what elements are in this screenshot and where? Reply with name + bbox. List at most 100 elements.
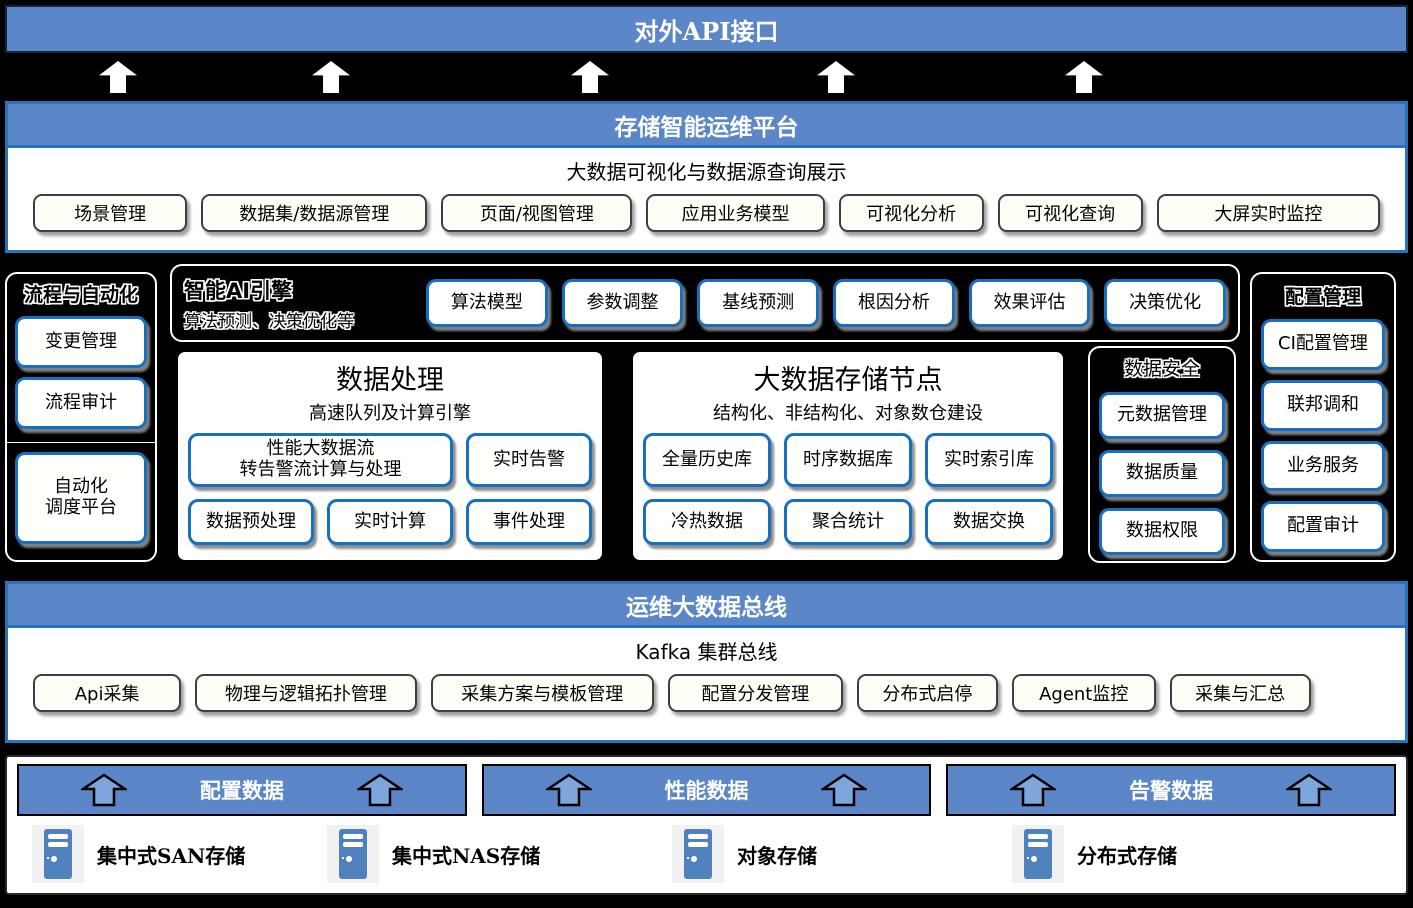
button-app-biz-model[interactable]: 应用业务模型 xyxy=(646,194,825,232)
button-topology-mgmt[interactable]: 物理与逻辑拓扑管理 xyxy=(195,674,417,712)
button-decision-opt[interactable]: 决策优化 xyxy=(1104,279,1227,327)
up-arrow-icon xyxy=(1065,61,1103,93)
bus-section: 运维大数据总线 Kafka 集群总线 Api采集 物理与逻辑拓扑管理 采集方案与… xyxy=(5,581,1408,743)
button-data-permission[interactable]: 数据权限 xyxy=(1099,508,1225,555)
up-arrow-icon xyxy=(817,61,855,93)
platform-subtitle: 大数据可视化与数据源查询展示 xyxy=(566,160,847,184)
storage-item-object: 对象存储 xyxy=(672,825,817,883)
external-api-bar: 对外API接口 xyxy=(5,5,1408,53)
up-arrow-icon xyxy=(99,61,137,93)
button-data-quality[interactable]: 数据质量 xyxy=(1099,450,1225,497)
bus-body: Kafka 集群总线 Api采集 物理与逻辑拓扑管理 采集方案与模板管理 配置分… xyxy=(8,636,1405,712)
config-data-label: 配置数据 xyxy=(199,778,284,803)
button-config-distribution[interactable]: 配置分发管理 xyxy=(667,674,843,712)
button-realtime-index-db[interactable]: 实时索引库 xyxy=(925,433,1053,487)
button-full-history-db[interactable]: 全量历史库 xyxy=(643,433,771,487)
button-realtime-compute[interactable]: 实时计算 xyxy=(327,499,453,545)
data-source-section: 配置数据 性能数据 告警数据 集中式SAN存储 xyxy=(5,755,1408,895)
storage-types-row: 集中式SAN存储 集中式NAS存储 对象存储 分布式存储 xyxy=(7,825,1406,891)
button-param-tuning[interactable]: 参数调整 xyxy=(561,279,684,327)
storage-node-subtitle: 结构化、非结构化、对象数仓建设 xyxy=(713,403,983,424)
button-collect-summary[interactable]: 采集与汇总 xyxy=(1169,674,1311,712)
up-arrow-outline-icon xyxy=(1286,773,1332,807)
big-data-storage-panel: 大数据存储节点 结构化、非结构化、对象数仓建设 全量历史库 时序数据库 实时索引… xyxy=(630,349,1066,563)
storage-label: 对象存储 xyxy=(737,843,817,868)
up-arrow-outline-icon xyxy=(1010,773,1057,807)
button-ci-config-mgmt[interactable]: CI配置管理 xyxy=(1261,319,1385,370)
perf-stream-line2: 转告警流计算与处理 xyxy=(239,459,402,480)
alarm-data-bar: 告警数据 xyxy=(946,764,1397,816)
ai-engine-titles: 智能AI引擎 算法预测、决策优化等 xyxy=(184,275,412,332)
button-baseline-predict[interactable]: 基线预测 xyxy=(697,279,820,327)
ai-engine-subtitle: 算法预测、决策优化等 xyxy=(184,311,354,332)
storage-label: 分布式存储 xyxy=(1077,843,1177,868)
config-mgmt-panel: 配置管理 CI配置管理 联邦调和 业务服务 配置审计 xyxy=(1250,272,1396,562)
button-event-handling[interactable]: 事件处理 xyxy=(466,499,592,545)
platform-title-bar: 存储智能运维平台 xyxy=(8,104,1405,148)
button-agent-monitor[interactable]: Agent监控 xyxy=(1011,674,1156,712)
platform-body: 大数据可视化与数据源查询展示 场景管理 数据集/数据源管理 页面/视图管理 应用… xyxy=(8,156,1405,232)
platform-title: 存储智能运维平台 xyxy=(614,113,799,141)
storage-label: 集中式NAS存储 xyxy=(392,843,541,868)
button-effect-eval[interactable]: 效果评估 xyxy=(968,279,1091,327)
process-panel-title: 流程与自动化 xyxy=(23,284,138,306)
up-arrow-outline-icon xyxy=(356,773,403,807)
button-federation[interactable]: 联邦调和 xyxy=(1261,379,1385,431)
storage-label: 集中式SAN存储 xyxy=(97,843,246,868)
server-icon xyxy=(1012,825,1064,883)
data-processing-grid: 性能大数据流 转告警流计算与处理 实时告警 数据预处理 实时计算 事件处理 xyxy=(188,433,592,545)
storage-item-san: 集中式SAN存储 xyxy=(32,825,245,883)
divider xyxy=(7,442,155,443)
scheduler-line1: 自动化 xyxy=(54,476,108,498)
button-hot-cold-data[interactable]: 冷热数据 xyxy=(643,499,771,545)
up-arrow-icon xyxy=(312,61,350,93)
button-root-cause[interactable]: 根因分析 xyxy=(833,279,955,327)
server-icon xyxy=(327,825,379,883)
storage-item-distributed: 分布式存储 xyxy=(1012,825,1177,883)
button-dataset-mgmt[interactable]: 数据集/数据源管理 xyxy=(201,194,428,232)
button-page-view-mgmt[interactable]: 页面/视图管理 xyxy=(441,194,633,232)
button-process-audit[interactable]: 流程审计 xyxy=(15,377,147,429)
button-distributed-startstop[interactable]: 分布式启停 xyxy=(856,674,998,712)
button-algorithm-model[interactable]: 算法模型 xyxy=(426,279,548,327)
data-security-title: 数据安全 xyxy=(1123,358,1200,380)
button-collect-template-mgmt[interactable]: 采集方案与模板管理 xyxy=(430,674,654,712)
server-icon xyxy=(672,825,724,883)
button-config-audit[interactable]: 配置审计 xyxy=(1261,501,1385,552)
button-data-preprocess[interactable]: 数据预处理 xyxy=(188,499,314,545)
up-arrow-outline-icon xyxy=(545,773,592,807)
platform-button-row: 场景管理 数据集/数据源管理 页面/视图管理 应用业务模型 可视化分析 可视化查… xyxy=(8,185,1405,232)
button-big-screen-monitor[interactable]: 大屏实时监控 xyxy=(1156,194,1380,232)
process-automation-panel: 流程与自动化 变更管理 流程审计 自动化 调度平台 xyxy=(5,272,157,562)
button-metadata-mgmt[interactable]: 元数据管理 xyxy=(1099,392,1225,439)
perf-stream-line1: 性能大数据流 xyxy=(266,438,375,460)
storage-item-nas: 集中式NAS存储 xyxy=(327,825,540,883)
scheduler-line2: 调度平台 xyxy=(45,497,117,518)
button-api-collect[interactable]: Api采集 xyxy=(33,674,182,712)
button-visual-query[interactable]: 可视化查询 xyxy=(997,194,1143,232)
config-mgmt-title: 配置管理 xyxy=(1284,286,1361,308)
button-visual-analysis[interactable]: 可视化分析 xyxy=(838,194,984,232)
button-auto-scheduler[interactable]: 自动化 调度平台 xyxy=(15,452,147,544)
bus-title-bar: 运维大数据总线 xyxy=(8,584,1405,628)
data-processing-title: 数据处理 xyxy=(336,365,444,396)
data-processing-subtitle: 高速队列及计算引擎 xyxy=(309,403,471,424)
ai-engine-title: 智能AI引擎 xyxy=(184,278,293,303)
button-aggregation-stats[interactable]: 聚合统计 xyxy=(784,499,912,545)
performance-data-label: 性能数据 xyxy=(664,778,749,803)
button-change-mgmt[interactable]: 变更管理 xyxy=(15,316,147,368)
arrow-band xyxy=(0,53,1413,101)
button-realtime-alert[interactable]: 实时告警 xyxy=(466,433,592,487)
button-scene-mgmt[interactable]: 场景管理 xyxy=(33,194,188,232)
button-timeseries-db[interactable]: 时序数据库 xyxy=(784,433,912,487)
alarm-data-label: 告警数据 xyxy=(1129,778,1214,803)
platform-section: 存储智能运维平台 大数据可视化与数据源查询展示 场景管理 数据集/数据源管理 页… xyxy=(5,101,1408,253)
up-arrow-outline-icon xyxy=(81,773,127,807)
data-flow-bars: 配置数据 性能数据 告警数据 xyxy=(7,757,1406,816)
data-processing-panel: 数据处理 高速队列及计算引擎 性能大数据流 转告警流计算与处理 实时告警 数据预… xyxy=(175,349,605,563)
kafka-subtitle: Kafka 集群总线 xyxy=(635,640,778,664)
data-security-panel: 数据安全 元数据管理 数据质量 数据权限 xyxy=(1088,346,1236,563)
button-perf-stream[interactable]: 性能大数据流 转告警流计算与处理 xyxy=(188,433,453,487)
button-data-exchange[interactable]: 数据交换 xyxy=(925,499,1053,545)
button-biz-service[interactable]: 业务服务 xyxy=(1261,440,1385,492)
